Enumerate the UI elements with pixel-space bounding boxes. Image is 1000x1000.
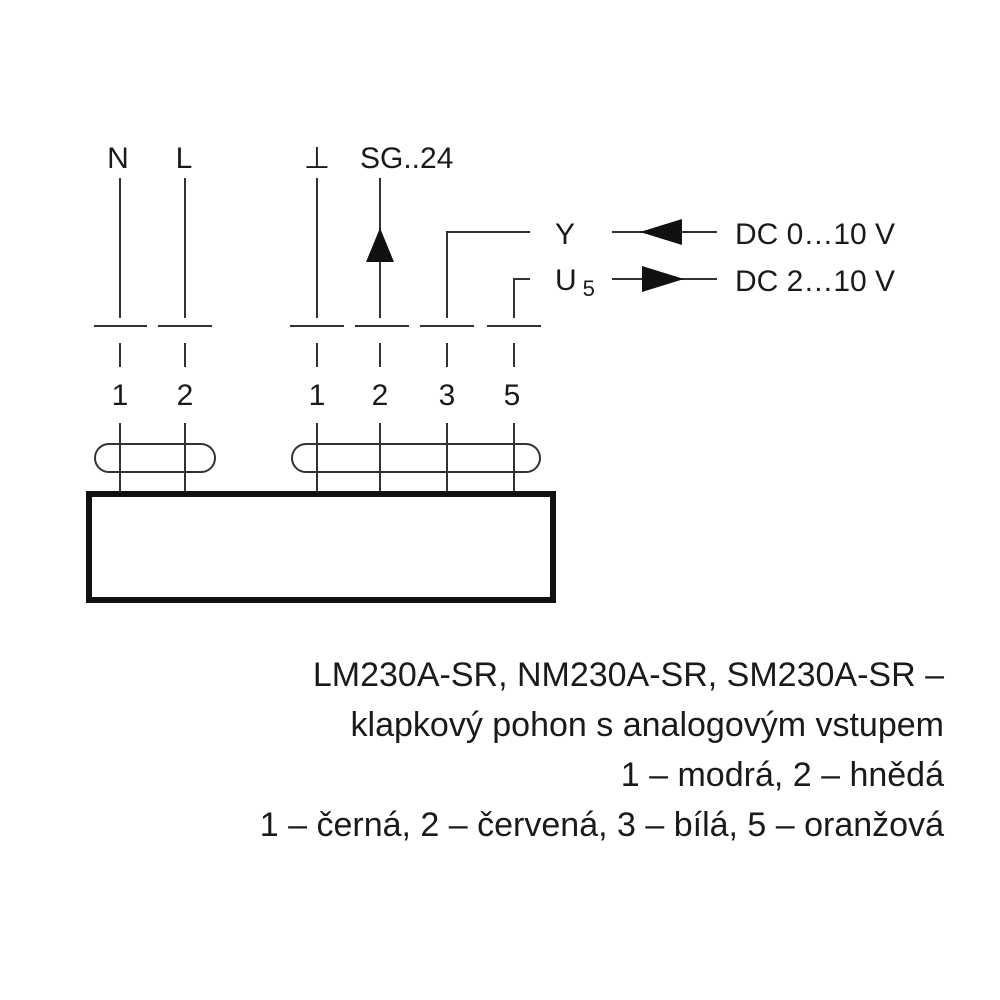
control-cable-sheath xyxy=(291,443,541,473)
control-pin-1-label: 1 xyxy=(309,379,326,412)
power-pin-2-label: 2 xyxy=(177,379,194,412)
wire-u-upper xyxy=(513,278,530,318)
wires-lower xyxy=(119,423,515,492)
caption: LM230A-SR, NM230A-SR, SM230A-SR – klapko… xyxy=(44,650,944,850)
label-l: L xyxy=(176,142,193,175)
terminal-ticks xyxy=(119,343,515,367)
u-output-arrow-icon xyxy=(642,266,684,292)
u-output-connector xyxy=(612,266,717,292)
label-n: N xyxy=(107,142,129,175)
sg-arrow-icon xyxy=(366,228,394,262)
power-cable-sheath xyxy=(94,443,216,473)
power-pin-1-label: 1 xyxy=(112,379,129,412)
caption-power-colors: 1 – modrá, 2 – hnědá xyxy=(620,756,944,794)
control-pin-5-label: 5 xyxy=(504,379,521,412)
label-sg: SG..24 xyxy=(360,142,453,175)
y-range-label: DC 0…10 V xyxy=(735,218,895,251)
label-ground: ⊥ xyxy=(304,142,330,175)
control-pin-2-label: 2 xyxy=(372,379,389,412)
label-u-subscript: 5 xyxy=(583,276,595,301)
wire-y-upper xyxy=(446,231,530,318)
actuator-body xyxy=(86,491,556,603)
label-y: Y xyxy=(555,218,575,251)
y-input-connector xyxy=(612,219,717,245)
wires-upper xyxy=(119,178,530,318)
control-pin-3-label: 3 xyxy=(439,379,456,412)
caption-models: LM230A-SR, NM230A-SR, SM230A-SR – xyxy=(312,656,944,694)
caption-control-colors: 1 – černá, 2 – červená, 3 – bílá, 5 – or… xyxy=(259,806,944,844)
u-range-label: DC 2…10 V xyxy=(735,265,895,298)
y-input-arrow-icon xyxy=(640,219,682,245)
caption-description: klapkový pohon s analogovým vstupem xyxy=(350,706,944,744)
